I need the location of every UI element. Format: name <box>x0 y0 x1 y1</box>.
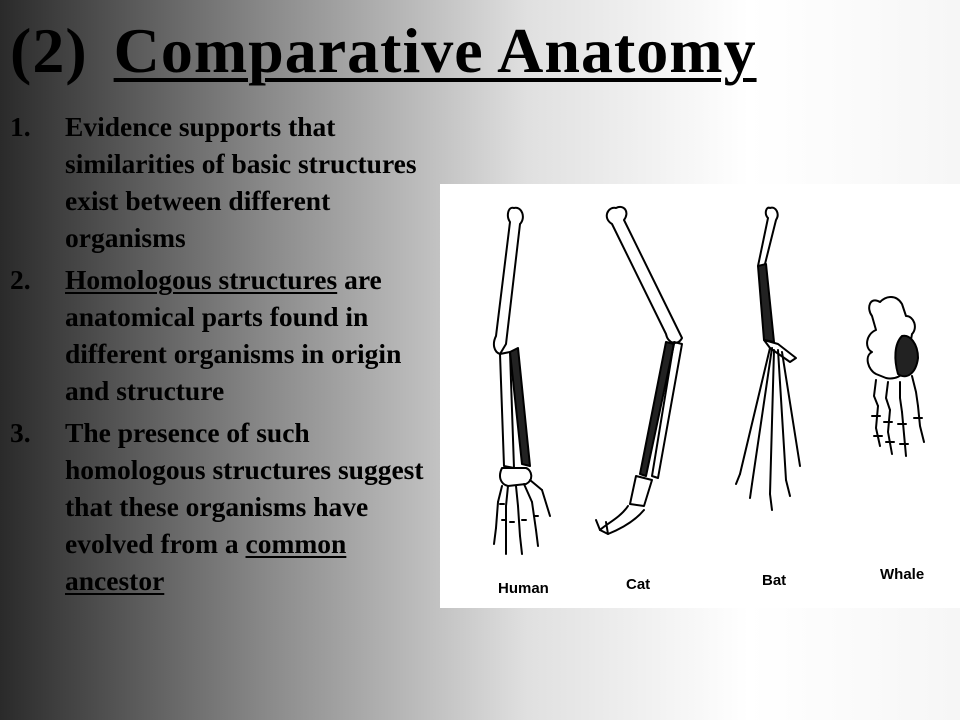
cat-arm-bones <box>595 206 683 535</box>
list-item: 2. Homologous structures are anatomical … <box>10 261 450 409</box>
whale-label: Whale <box>880 566 925 583</box>
whale-flipper-bones <box>866 296 925 457</box>
slide-title-text: Comparative Anatomy <box>113 15 757 86</box>
list-item: 3. The presence of such homologous struc… <box>10 414 450 599</box>
bat-label: Bat <box>762 572 787 589</box>
list-item-text: are anatomical parts found in different … <box>65 264 402 406</box>
list-item-text: The presence of such homologous structur… <box>65 417 424 559</box>
forelimb-comparison-figure: Human Cat Bat Whale <box>440 184 960 608</box>
list-item-text: Evidence supports that similarities of b… <box>65 111 417 253</box>
homologous-structures-term: Homologous structures <box>65 264 338 295</box>
forelimb-bones-illustration <box>492 206 925 555</box>
list-item-number: 3. <box>10 417 31 448</box>
list-item-number: 1. <box>10 111 31 142</box>
list-item-number: 2. <box>10 264 31 295</box>
human-label: Human <box>498 580 549 597</box>
slide-title-number: (2) <box>10 15 88 86</box>
bullet-list: 1. Evidence supports that similarities o… <box>10 108 450 604</box>
slide-title: (2) Comparative Anatomy <box>10 14 757 88</box>
bat-wing-bones <box>735 206 801 511</box>
human-arm-bones <box>492 206 551 555</box>
cat-label: Cat <box>626 576 651 593</box>
list-item: 1. Evidence supports that similarities o… <box>10 108 450 256</box>
common-ancestor-term: common ancestor <box>65 528 347 596</box>
